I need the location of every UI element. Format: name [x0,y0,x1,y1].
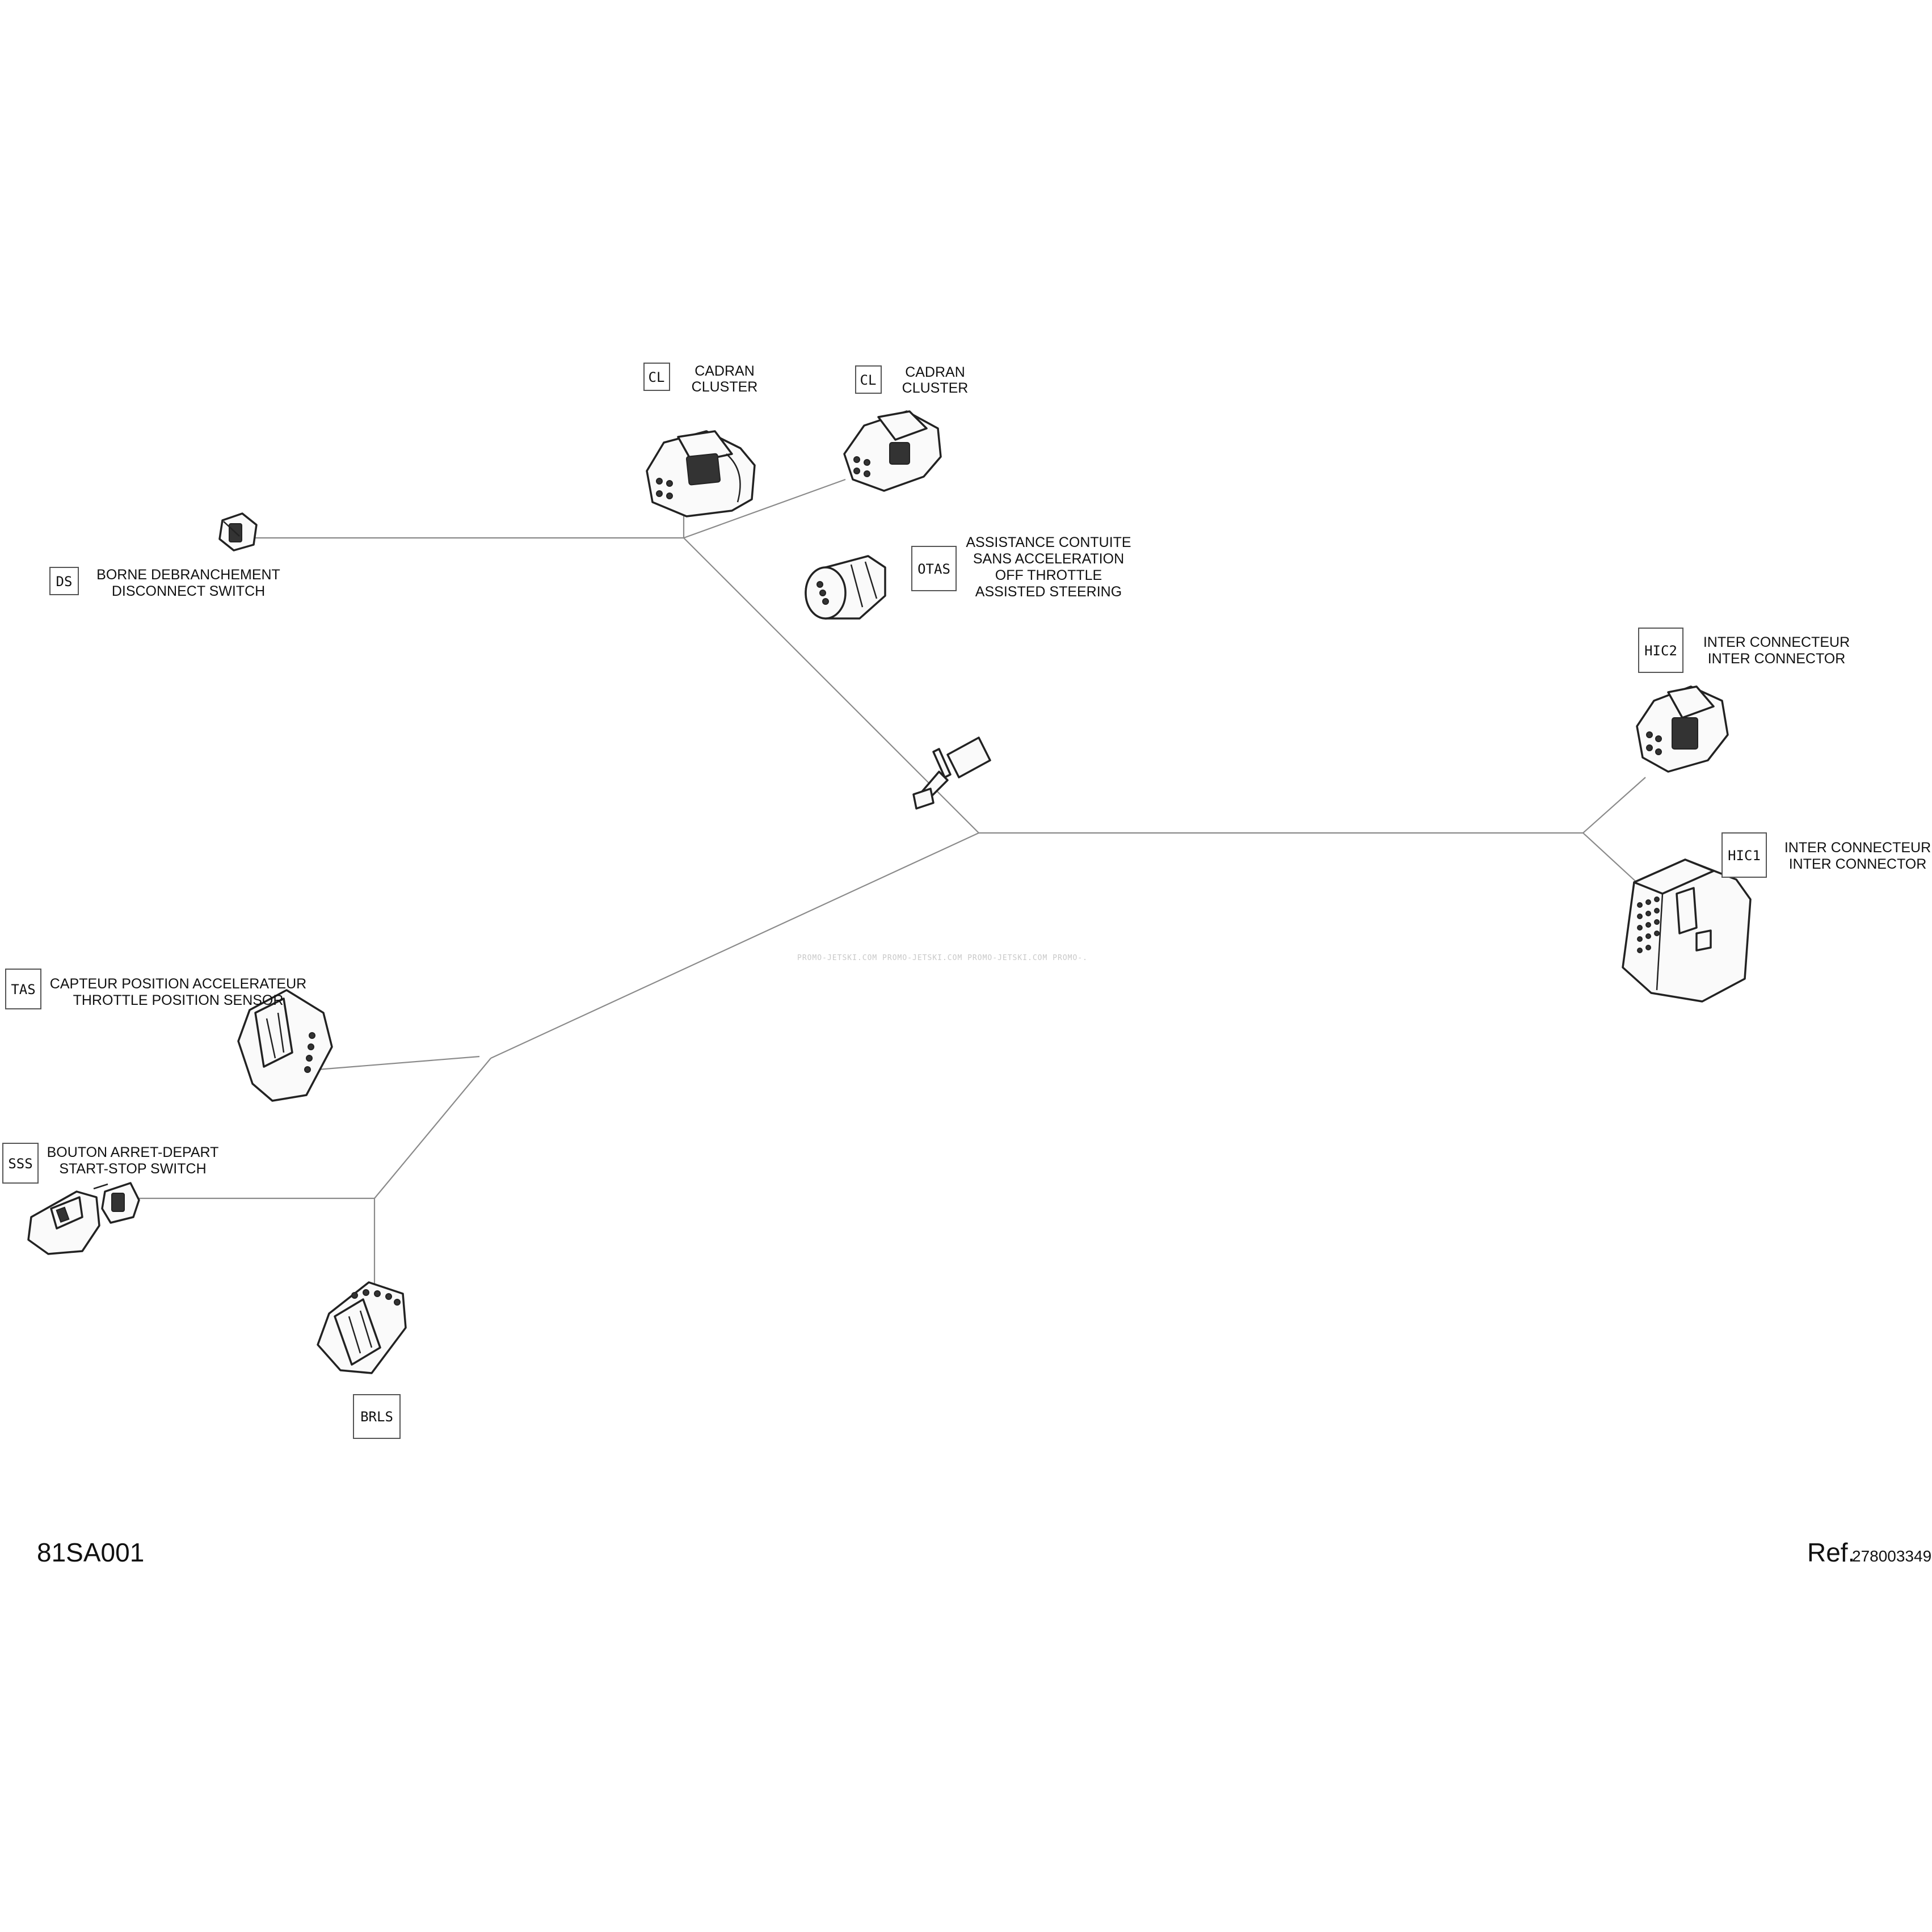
cl1-code: CL [649,369,665,385]
tas-label-line-1: CAPTEUR POSITION ACCELERATEUR [50,976,306,992]
hic2-label-line-2: INTER CONNECTOR [1708,651,1846,667]
tas-tag: TAS [5,969,41,1009]
tas-label: CAPTEUR POSITION ACCELERATEUR THROTTLE P… [50,976,306,1008]
cl1-label-line-2: CLUSTER [692,379,758,395]
cl1-tag: CL [643,363,670,391]
cl1-label: CADRAN CLUSTER [692,363,758,395]
sss-label-line-1: BOUTON ARRET-DEPART [47,1144,219,1160]
cl1-connector-icon [646,430,756,517]
otas-label: ASSISTANCE CONTUITE SANS ACCELERATION OF… [966,534,1131,600]
reference-number: 278003349 [1852,1547,1931,1565]
wire-hic2 [1582,777,1646,834]
sss-tag: SSS [2,1143,39,1184]
hic2-label: INTER CONNECTEUR INTER CONNECTOR [1703,634,1850,667]
otas-label-line-4: ASSISTED STEERING [975,584,1122,600]
otas-label-line-3: OFF THROTTLE [995,567,1102,583]
harness-grommet-icon [912,736,991,810]
tas-label-line-2: THROTTLE POSITION SENSOR [73,992,284,1008]
figure-id: 81SA001 [37,1538,144,1567]
cl2-label-line-1: CADRAN [905,364,965,380]
hic1-label-line-2: INTER CONNECTOR [1789,856,1927,872]
wire-cl2 [683,478,846,539]
cl1-label-line-1: CADRAN [694,363,755,379]
hic2-connector-icon [1636,685,1729,773]
sss-code: SSS [8,1156,32,1172]
reference-label: Ref. [1807,1538,1855,1567]
cl2-label-line-2: CLUSTER [902,380,969,396]
watermark-text: PROMO-JETSKI.COM PROMO-JETSKI.COM PROMO-… [797,954,1088,962]
hic1-label-line-1: INTER CONNECTEUR [1784,840,1931,856]
tas-connector-icon [237,989,333,1102]
wire-lower-branch [374,1058,491,1199]
reference: Ref. 278003349 [1807,1538,1931,1567]
ds-label: BORNE DEBRANCHEMENT DISCONNECT SWITCH [96,567,280,599]
brls-code: BRLS [360,1409,393,1425]
ds-label-line-1: BORNE DEBRANCHEMENT [96,567,280,583]
hic1-connector-icon [1622,858,1752,1003]
tas-code: TAS [11,982,35,997]
brls-connector-icon [317,1281,407,1374]
cl2-connector-icon [843,410,942,492]
sss-label: BOUTON ARRET-DEPART START-STOP SWITCH [47,1144,219,1177]
hic1-tag: HIC1 [1721,832,1767,878]
hic2-tag: HIC2 [1638,628,1683,673]
otas-label-line-1: ASSISTANCE CONTUITE [966,534,1131,550]
sss-label-line-2: START-STOP SWITCH [59,1161,206,1177]
brls-tag: BRLS [353,1394,401,1439]
cl2-code: CL [860,372,877,388]
otas-tag: OTAS [911,546,957,591]
hic2-label-line-1: INTER CONNECTEUR [1703,634,1850,650]
wire-trunk-lower [490,832,979,1059]
harness-wires [136,478,1646,1299]
cl2-label: CADRAN CLUSTER [902,364,969,396]
ds-label-line-2: DISCONNECT SWITCH [112,583,265,599]
cl2-tag: CL [855,365,882,394]
sss-switch-icon [27,1182,140,1255]
otas-label-line-2: SANS ACCELERATION [973,551,1124,567]
wire-hic1 [1582,832,1640,886]
ds-connector-icon [218,512,258,552]
otas-connector-icon [805,555,886,620]
hic2-code: HIC2 [1644,643,1677,659]
hic1-label: INTER CONNECTEUR INTER CONNECTOR [1784,840,1931,872]
otas-code: OTAS [917,561,950,577]
wire-tas [317,1055,480,1071]
ds-tag: DS [49,567,79,595]
hic1-code: HIC1 [1728,848,1761,864]
ds-code: DS [56,574,73,590]
